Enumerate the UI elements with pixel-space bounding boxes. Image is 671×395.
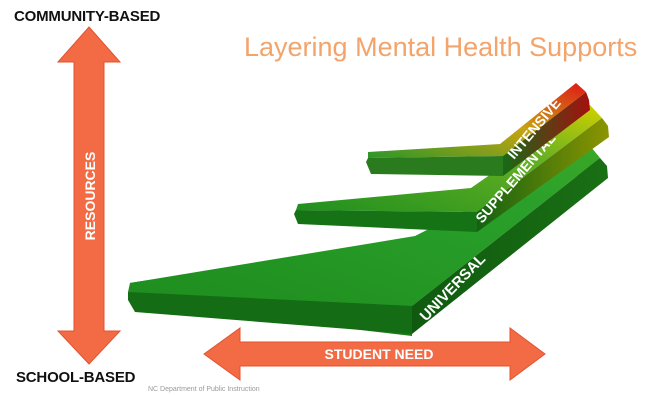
resources-arrow-shape bbox=[56, 26, 122, 365]
resources-arrow: RESOURCES bbox=[56, 26, 122, 365]
supplemental-tier-top bbox=[296, 105, 602, 212]
community-based-label: COMMUNITY-BASED bbox=[14, 8, 161, 25]
student-need-arrow: STUDENT NEED bbox=[203, 327, 546, 381]
supplemental-tier-front bbox=[294, 210, 477, 232]
student-need-label: STUDENT NEED bbox=[325, 346, 434, 362]
universal-tier-front bbox=[128, 292, 412, 334]
source-footnote: NC Department of Public Instruction bbox=[148, 386, 260, 393]
intensive-tier-front bbox=[366, 156, 503, 176]
school-based-label: SCHOOL-BASED bbox=[16, 369, 136, 386]
universal-tier-side bbox=[412, 158, 608, 334]
universal-tier-top-surface bbox=[128, 147, 600, 306]
intensive-tier-side bbox=[503, 92, 590, 176]
supplemental-tier-side bbox=[477, 118, 609, 232]
student-need-arrow-shape bbox=[203, 327, 546, 381]
diagram-title: Layering Mental Health Supports bbox=[244, 32, 638, 62]
intensive-tier-top bbox=[368, 83, 586, 158]
resources-label: RESOURCES bbox=[82, 152, 98, 241]
